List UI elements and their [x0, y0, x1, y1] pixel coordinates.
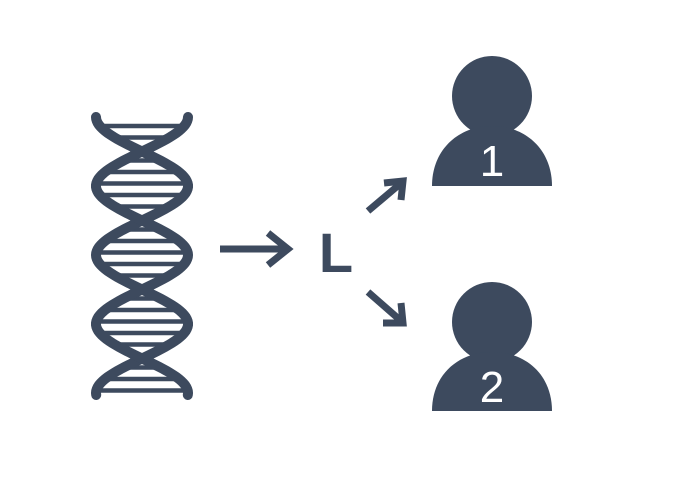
person-2: 2 [432, 282, 552, 412]
arrow-head [383, 177, 407, 201]
arrow-shaft [365, 289, 403, 323]
dna-helix-icon [90, 112, 194, 400]
arrow-icon [220, 230, 294, 268]
center-label: L [319, 221, 353, 284]
arrow-to-person-2-icon [365, 289, 407, 327]
arrow-head [383, 302, 407, 327]
dna-strand-b [91, 112, 194, 400]
person-number: 2 [480, 363, 504, 412]
arrow-shaft [365, 181, 403, 214]
person-icon [432, 56, 552, 186]
dna-strand-a [90, 112, 193, 400]
arrow-head [265, 230, 294, 268]
person-number: 1 [480, 137, 504, 186]
person-icon [432, 282, 552, 411]
person-1: 1 [432, 56, 552, 186]
arrow-to-person-1-icon [365, 177, 407, 214]
